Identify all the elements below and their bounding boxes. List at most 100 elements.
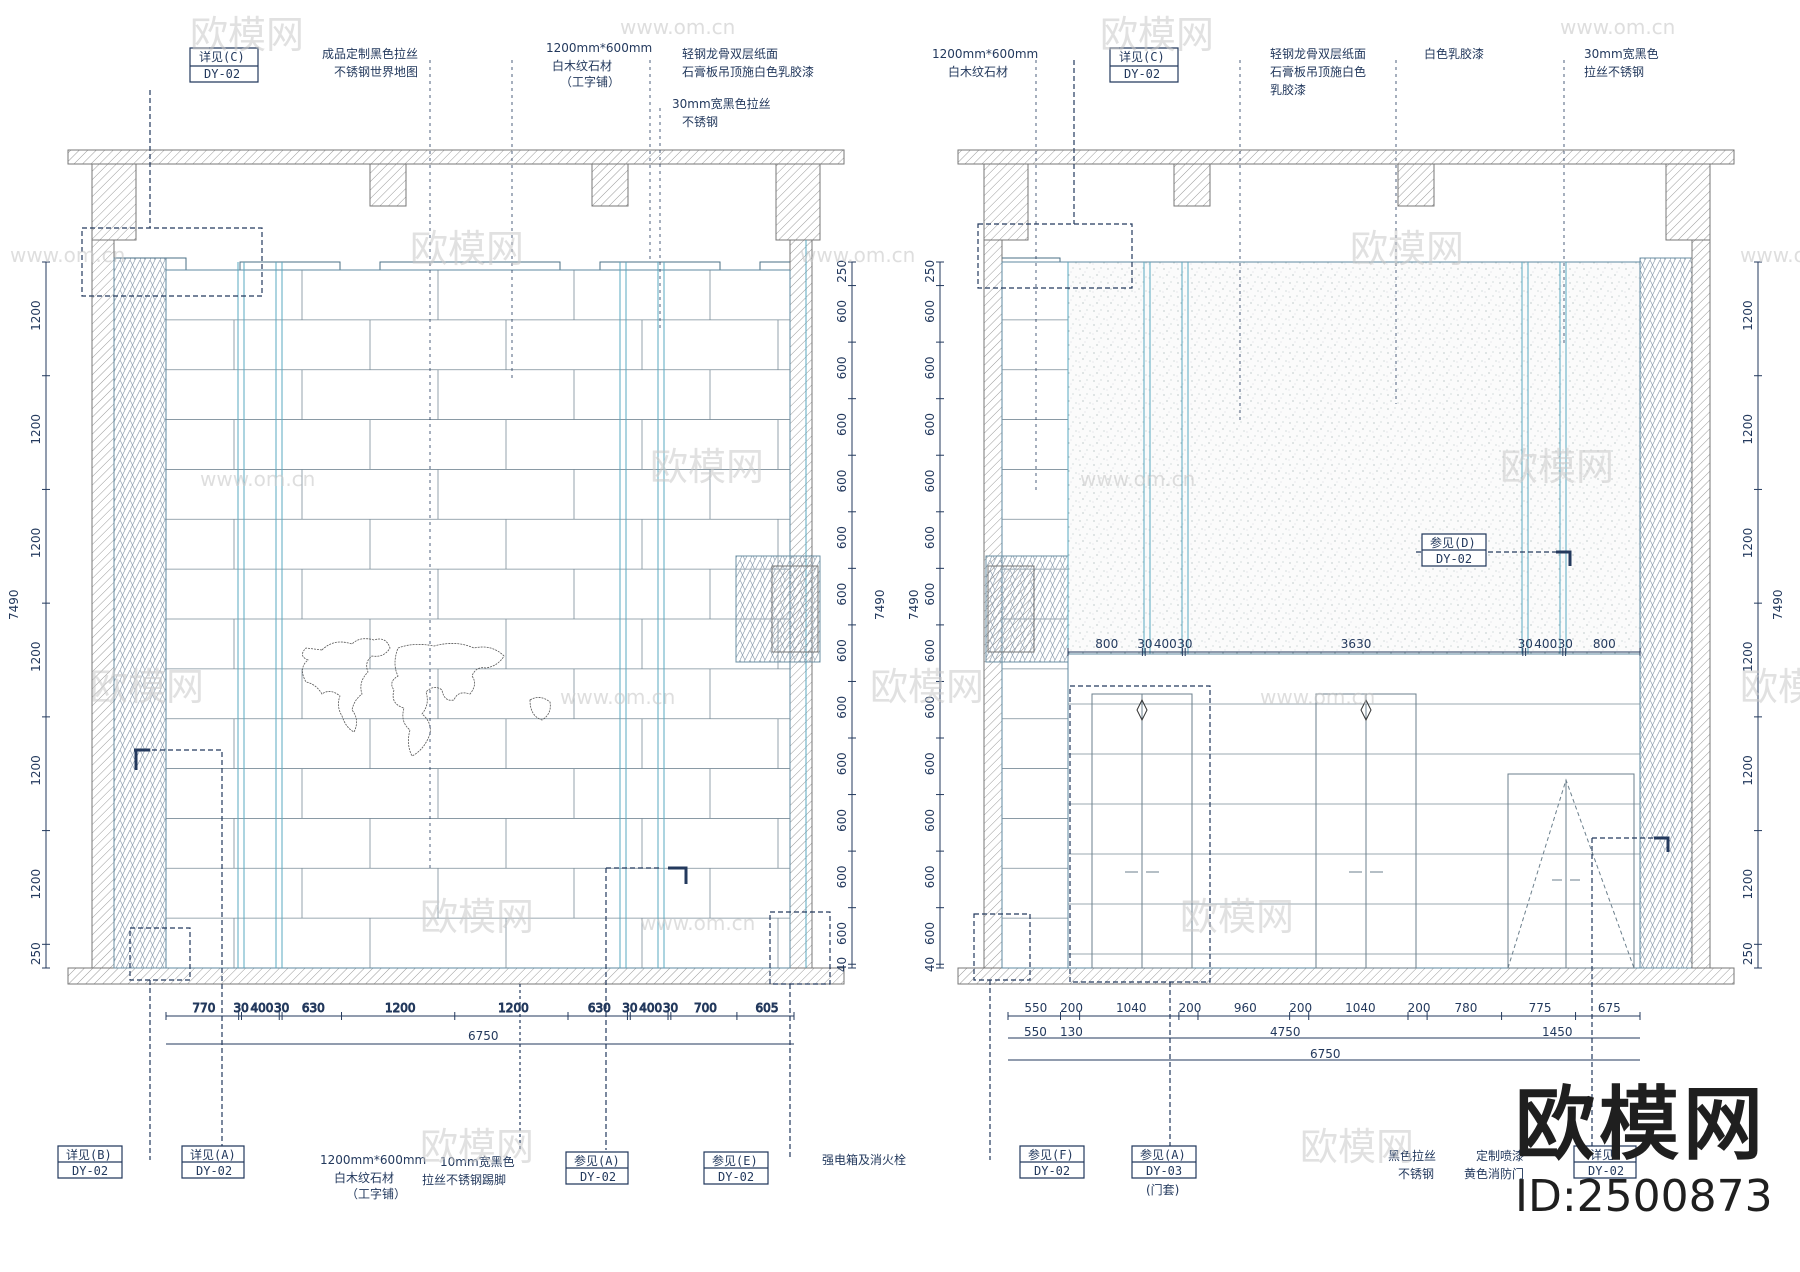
right-vdim-value: 1200: [1741, 300, 1755, 331]
watermark-text: 欧模网: [1180, 895, 1294, 939]
right-tag-bottom-right[interactable]: 详见 DY-02: [1573, 1145, 1637, 1179]
watermark-url: www.om.cn: [620, 15, 735, 39]
svg-text:参见(F): 参见(F): [1028, 1147, 1074, 1162]
left-tag-a[interactable]: 详见(A) DY-02: [181, 1145, 245, 1179]
left-rdim-value: 600: [835, 583, 849, 606]
left-rdim-value: 600: [835, 526, 849, 549]
right-tag-a[interactable]: 参见(A) DY-03 (门套): [1131, 1145, 1197, 1197]
watermark-text: 欧模网: [410, 227, 524, 271]
left-rdim-value: 600: [835, 809, 849, 832]
svg-text:DY-02: DY-02: [196, 1164, 232, 1178]
left-bottom-dim-value: 30: [663, 1001, 678, 1015]
watermark-url: www.om.cn: [10, 243, 125, 267]
right-door-middle: [1315, 693, 1417, 969]
left-rdim-value: 600: [835, 696, 849, 719]
left-note-map-1: 成品定制黑色拉丝: [322, 46, 418, 61]
svg-text:4750: 4750: [1270, 1025, 1301, 1039]
left-bottom-dim-value: 700: [694, 1001, 717, 1015]
right-mid-dim-value: 400: [1154, 637, 1177, 651]
watermark-url: www.om.cn: [560, 685, 675, 709]
svg-text:DY-02: DY-02: [1588, 1164, 1624, 1178]
left-tag-e[interactable]: 参见(E) DY-02: [703, 1151, 769, 1185]
left-note-steel-1: 30mm宽黑色拉丝: [672, 96, 771, 111]
left-note-bottom-skirting-2: 拉丝不锈钢踢脚: [422, 1172, 506, 1187]
left-vdim-value: 1200: [29, 641, 43, 672]
right-note-bottom-steel-1: 黑色拉丝: [1388, 1148, 1436, 1163]
watermark-url: www.om.cn: [1260, 685, 1375, 709]
right-elevation: 1200mm*600mm 白木纹石材 轻钢龙骨双层纸面 石膏板吊顶施白色 乳胶漆…: [822, 46, 1785, 1197]
right-note-ceiling-3: 乳胶漆: [1270, 82, 1306, 97]
left-tag-top-c[interactable]: 详见(C) DY-02: [189, 47, 259, 83]
watermark-text: 欧模网: [1500, 445, 1614, 489]
right-ldim-value: 600: [923, 470, 937, 493]
left-tag-a2[interactable]: 参见(A) DY-02: [565, 1151, 629, 1185]
svg-text:参见(D): 参见(D): [1430, 535, 1476, 550]
left-rdim-value: 600: [835, 752, 849, 775]
right-total-width: 6750: [1310, 1047, 1341, 1061]
right-mid-dim-value: 30: [1518, 637, 1533, 651]
right-fire-door: [1507, 773, 1635, 969]
watermark-url: www.om.cn: [800, 243, 915, 267]
left-bottom-dim-value: 770: [192, 1001, 215, 1015]
right-tag-f[interactable]: 参见(F) DY-02: [1019, 1145, 1085, 1179]
svg-text:7490: 7490: [873, 589, 887, 620]
left-vdim-value: 1200: [29, 755, 43, 786]
right-ldim-value: 40: [923, 957, 937, 972]
left-vdim-value: 1200: [29, 528, 43, 559]
left-tag-b[interactable]: 详见(B) DY-02: [57, 1145, 123, 1179]
svg-text:130: 130: [1060, 1025, 1083, 1039]
right-bottom-dim-value: 550: [1024, 1001, 1047, 1015]
left-note-bottom-stone-3: （工字铺）: [346, 1186, 406, 1201]
svg-text:(门套): (门套): [1146, 1182, 1179, 1197]
left-bottom-dim-value: 400: [250, 1001, 273, 1015]
right-note-stone-2: 白木纹石材: [948, 64, 1008, 79]
right-bottom-dim-value: 200: [1060, 1001, 1083, 1015]
left-wall-column: [91, 239, 115, 969]
watermark-url: www.om.cn: [1080, 467, 1195, 491]
right-bottom-dim-value: 200: [1179, 1001, 1202, 1015]
svg-text:DY-02: DY-02: [718, 1170, 754, 1184]
left-note-bottom-stone-1: 1200mm*600mm: [320, 1153, 426, 1167]
right-bottom-dim-value: 1040: [1116, 1001, 1147, 1015]
left-vdim-value: 1200: [29, 300, 43, 331]
left-note-bottom-stone-2: 白木纹石材: [334, 1170, 394, 1185]
right-tag-top-c[interactable]: 详见(C) DY-02: [1109, 47, 1179, 83]
left-rdim-value: 600: [835, 470, 849, 493]
right-ldim-value: 600: [923, 300, 937, 323]
svg-text:参见(E): 参见(E): [712, 1153, 758, 1168]
watermark-url: www.om.cn: [1740, 243, 1800, 267]
right-note-steel-2: 拉丝不锈钢: [1584, 64, 1644, 79]
left-note-steel-2: 不锈钢: [682, 115, 718, 129]
left-elevation: 成品定制黑色拉丝 不锈钢世界地图 1200mm*600mm 白木纹石材 （工字铺…: [7, 41, 887, 1201]
right-note-steel-1: 30mm宽黑色: [1584, 46, 1659, 61]
right-ldim-value: 600: [923, 639, 937, 662]
right-mid-dim-value: 800: [1593, 637, 1616, 651]
left-floor-slab: [67, 967, 845, 985]
svg-text:详见(A): 详见(A): [190, 1147, 236, 1162]
right-bottom-dim-value: 200: [1289, 1001, 1312, 1015]
left-bottom-dim-value: 1200: [385, 1001, 416, 1015]
right-mid-dim-value: 30: [1137, 637, 1152, 651]
svg-text:DY-03: DY-03: [1146, 1164, 1182, 1178]
right-tag-mid-d[interactable]: 参见(D) DY-02: [1421, 533, 1487, 567]
watermark-text: 欧模网: [420, 1125, 534, 1169]
right-note-bottom-door-1: 定制喷漆: [1476, 1148, 1524, 1163]
left-bottom-dim-value: 605: [756, 1001, 779, 1015]
left-note-stone-2: 白木纹石材: [552, 58, 612, 73]
right-bottom-dim-value: 960: [1234, 1001, 1257, 1015]
right-bottom-dim-value: 780: [1454, 1001, 1477, 1015]
svg-text:DY-02: DY-02: [580, 1170, 616, 1184]
svg-text:DY-02: DY-02: [1034, 1164, 1070, 1178]
right-ldim-value: 600: [923, 752, 937, 775]
left-note-map-2: 不锈钢世界地图: [334, 65, 418, 79]
watermark-text: 欧模网: [90, 665, 204, 709]
right-ldim-value: 600: [923, 696, 937, 719]
watermark-text: 欧模网: [190, 13, 304, 57]
svg-text:详见: 详见: [1590, 1147, 1614, 1162]
watermark-text: 欧模网: [1100, 13, 1214, 57]
svg-text:1450: 1450: [1542, 1025, 1573, 1039]
svg-text:DY-02: DY-02: [204, 67, 240, 81]
left-bottom-dim-value: 30: [233, 1001, 248, 1015]
